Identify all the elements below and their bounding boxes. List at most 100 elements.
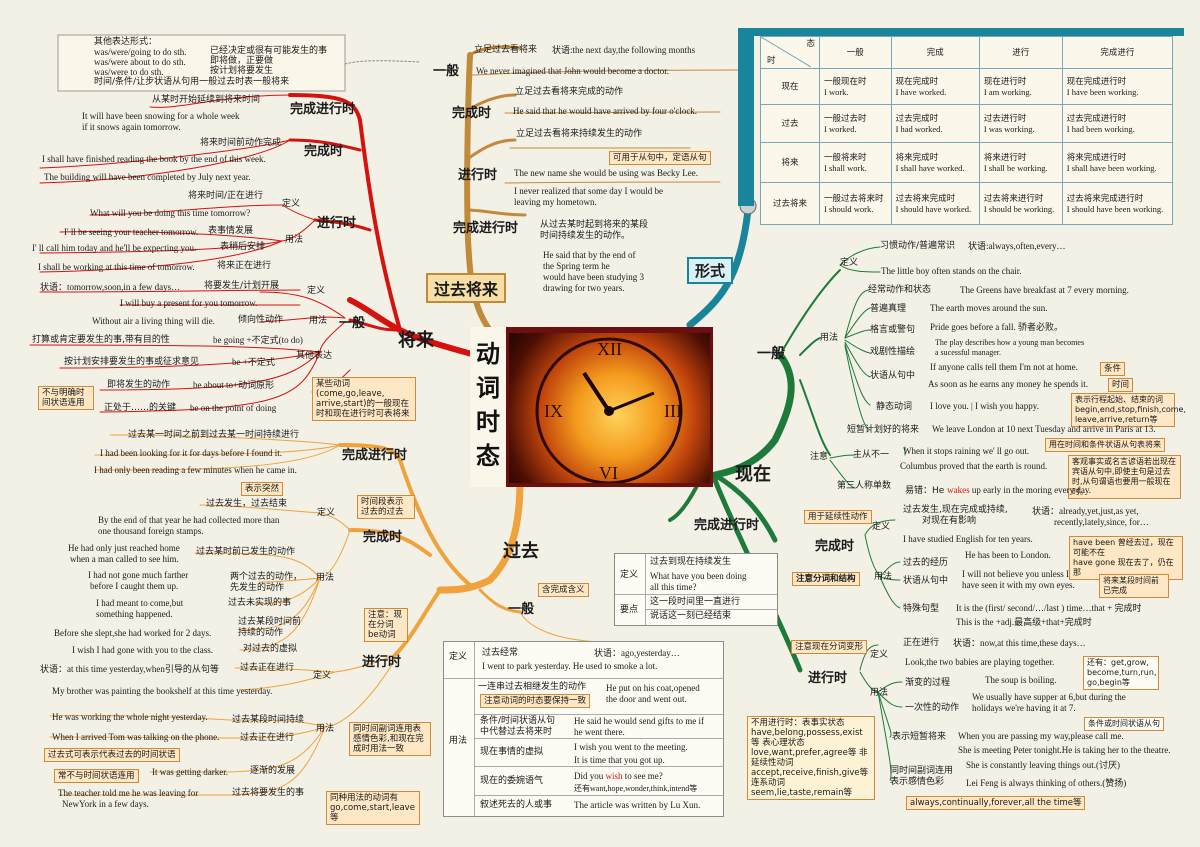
pres-pp[interactable]: 完成进行时 [694, 518, 760, 533]
pres-pfu1ex: He has been to London. [965, 550, 1051, 560]
pres-pf-def-ex: I have studied English for ten years. [903, 534, 1033, 544]
pres-gen[interactable]: 一般 [757, 346, 785, 362]
fut-prog[interactable]: 进行时 [317, 216, 357, 231]
table-cell-label: 过去将来进行时 [983, 194, 1044, 204]
pres-pru2: 一次性的动作 [905, 703, 960, 713]
fut-perf-ex2: The building will have been completed by… [44, 172, 251, 182]
fut-o3: 即将发生的动作 [107, 380, 171, 390]
past-pu2d: 先发生的动作 [230, 583, 285, 593]
pres-u2ex: The earth moves around the sun. [930, 303, 1048, 313]
pres-pru3: 表示短暂将来 [892, 732, 947, 742]
past-perf-def-lbl: 定义 [317, 508, 336, 518]
past-pu3c: 过去未实现的事 [228, 598, 292, 608]
pres-pfu2ex2: have seen it with my own eyes. [962, 580, 1075, 590]
table-row-name: 过去将来 [760, 182, 820, 225]
fut-gen-use-ex: Without air a living thing will die. [92, 316, 215, 326]
pf-g-adv: 状语:the next day,the following months [552, 45, 696, 55]
pf-perf-prog[interactable]: 完成进行时 [453, 221, 519, 236]
branch-form[interactable]: 形式 [687, 257, 734, 284]
fut-gen-def-c: 将要发生/计划开展 [204, 281, 280, 291]
pres-pfu3ex2: This is the +adj.最高级+that+完成时 [956, 617, 1092, 627]
past-perf[interactable]: 完成时 [363, 530, 403, 545]
fut-pp[interactable]: 完成进行时 [290, 102, 356, 117]
fut-prog-u2: I' ll call him today and he'll be expect… [32, 243, 197, 253]
pres-u7ex: We leave London at 10 next Tuesday and a… [932, 424, 1156, 434]
branch-present[interactable]: 现在 [735, 464, 771, 485]
pres-u3: 格言或警句 [870, 325, 916, 335]
past-td1b: 状语：ago,yesterday… [594, 648, 680, 658]
pres-pru4ex2: Lei Feng is always thinking of others.(赞… [966, 778, 1127, 788]
past-pu1c: 过去某时前已发生的动作 [196, 547, 296, 557]
fut-gen[interactable]: 一般 [339, 316, 366, 331]
pf-progressive[interactable]: 进行时 [458, 168, 498, 183]
fut-o2b: be +不定式 [232, 357, 275, 367]
pres-pp-key-lbl: 要点 [620, 605, 639, 615]
table-cell-example: I was working. [983, 124, 1035, 134]
pf-pp-ex1: He said that by the end of [543, 250, 636, 260]
branch-past-future[interactable]: 过去将来 [426, 273, 507, 303]
past-perf-def: 过去发生，过去结束 [206, 499, 288, 509]
past-tu1n: 注意动词的时态要保持一致 [480, 694, 591, 708]
past-tu4ex1b: to see me? [622, 771, 663, 781]
table-cell-example: I should be working. [983, 204, 1055, 214]
fut-prog-u1: I' ll be seeing your teacher tomorrow. [64, 227, 199, 237]
pf-perfect[interactable]: 完成时 [452, 106, 492, 121]
table-cell-example: I am working. [983, 87, 1032, 97]
table-col-0: 一般 [819, 36, 892, 69]
pres-pp-key2: 说话这一刻已经结束 [650, 611, 732, 621]
past-gu4b: NewYork in a few days. [62, 799, 149, 809]
table-cell-label: 过去完成进行时 [1066, 114, 1127, 124]
pres-pfu2n: 将来某段时间前已完成 [1099, 574, 1169, 598]
table-cell-example: I should have worked. [895, 204, 972, 214]
past-prog-def-lbl: 定义 [313, 671, 332, 681]
past-tu5ex: The article was written by Lu Xun. [574, 800, 701, 810]
past-tu4ex1w: wish [605, 771, 623, 781]
pres-pfu1n2: have gone 现在去了，仍在那 [1073, 558, 1174, 577]
past-tu2b: 中代替过去将来时 [480, 727, 553, 737]
pf-general[interactable]: 一般 [433, 64, 460, 79]
other-forms-l1a: was/were/going to do sth. [94, 47, 187, 57]
pres-perf[interactable]: 完成时 [815, 539, 855, 554]
table-cell-example: I have worked. [895, 87, 947, 97]
fut-perf[interactable]: 完成时 [304, 144, 344, 159]
pres-n1n1: 用在时间和条件状语从句表将来 [1045, 438, 1165, 452]
pf-pp-ex2: the Spring term he [543, 261, 610, 271]
pres-u1: 经常动作和状态 [868, 285, 932, 295]
past-prog-adv: 状语：at this time yesterday,when引导的从句等 [40, 664, 219, 674]
pres-u3ex: Pride goes before a fall. 骄者必败。 [930, 322, 1063, 332]
table-col-1: 完成 [890, 36, 980, 69]
pres-d1b: 状语:always,often,every… [968, 241, 1066, 251]
past-pu2c: 两个过去的动作， [230, 572, 303, 582]
past-gen[interactable]: 一般 [508, 602, 535, 617]
past-pp[interactable]: 完成进行时 [342, 448, 408, 463]
pres-pp-table [614, 553, 778, 626]
fut-prog-u2c: 表稍后安排 [220, 242, 266, 252]
pres-d1: 习惯动作/普遍常识 [880, 241, 956, 251]
pf-pr-ex2a: I never realized that some day I would b… [514, 186, 663, 196]
pres-pru4a: 同时间副词连用 [890, 766, 954, 776]
past-tu4: 现在的委婉语气 [480, 776, 544, 786]
branch-future[interactable]: 将来 [398, 330, 434, 351]
pres-pp-key1: 这一段时间里一直进行 [650, 597, 741, 607]
fut-prog-def-lbl: 定义 [282, 199, 301, 209]
past-gu1: He was working the whole night yesterday… [52, 712, 208, 722]
past-prog[interactable]: 进行时 [362, 655, 402, 670]
pres-pr-use-lbl: 用法 [870, 688, 889, 698]
pres-prog[interactable]: 进行时 [808, 671, 848, 686]
table-col-2: 进行 [978, 36, 1063, 69]
pres-u6: 静态动词 [876, 402, 913, 412]
branch-past[interactable]: 过去 [503, 541, 539, 562]
pf-pp-def1: 从过去某时起到将来的某段 [540, 220, 649, 230]
pres-pfu1: 过去的经历 [903, 558, 949, 568]
fut-pp-ex2: if it snows again tomorrow. [82, 122, 181, 132]
pf-pr-def: 立足过去看将来持续发生的动作 [516, 129, 643, 139]
other-forms-title: 其他表达形式： [94, 37, 158, 47]
table-cell-label: 过去将来完成时 [895, 194, 956, 204]
